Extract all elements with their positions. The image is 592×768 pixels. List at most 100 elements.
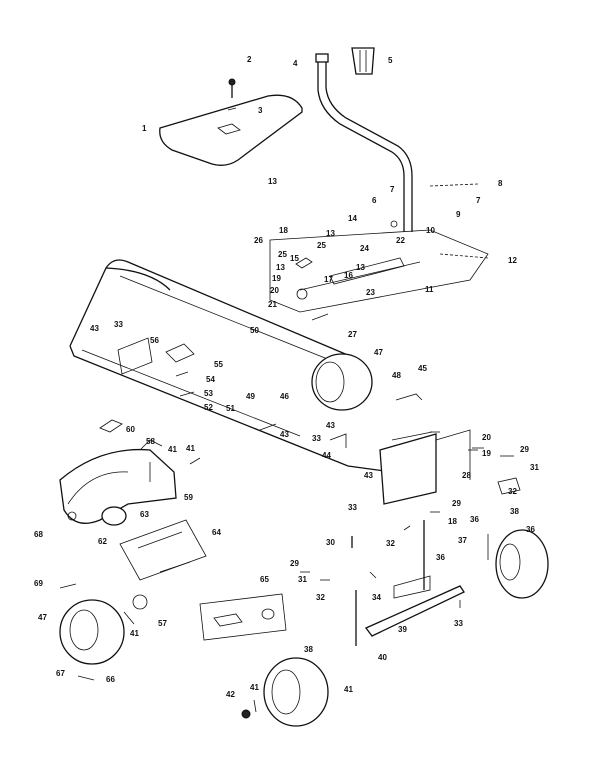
part-label-5: 5: [388, 56, 393, 65]
part-label-38b: 38: [304, 645, 313, 654]
part-label-30: 30: [326, 538, 335, 547]
part-label-8: 8: [498, 179, 503, 188]
part-label-20: 20: [270, 286, 279, 295]
part-label-36b: 36: [526, 525, 535, 534]
part-label-55: 55: [214, 360, 223, 369]
part-label-57a: 41: [168, 445, 177, 454]
part-label-50: 50: [250, 326, 259, 335]
part-label-13c: 13: [276, 263, 285, 272]
wheel-front-right: [495, 529, 549, 599]
part-label-21: 21: [268, 300, 277, 309]
part-label-57b: 57: [158, 619, 167, 628]
part-label-47b: 47: [38, 613, 47, 622]
part-label-13: 13: [268, 177, 277, 186]
part-label-63: 63: [140, 510, 149, 519]
part-label-32b: 32: [386, 539, 395, 548]
part-label-36c: 36: [436, 553, 445, 562]
part-label-33c: 33: [348, 503, 357, 512]
part-label-1: 1: [142, 124, 147, 133]
part-label-33d: 33: [454, 619, 463, 628]
part-label-31a: 31: [530, 463, 539, 472]
part-label-56: 56: [150, 336, 159, 345]
part-label-24: 24: [360, 244, 369, 253]
seat: [159, 78, 303, 166]
part-label-68: 68: [34, 530, 43, 539]
part-label-23: 23: [366, 288, 375, 297]
part-label-22: 22: [396, 236, 405, 245]
part-label-20b: 20: [482, 433, 491, 442]
part-label-32a: 32: [508, 487, 517, 496]
part-label-11: 11: [425, 285, 434, 294]
part-label-42: 42: [226, 690, 235, 699]
pedal-linkage: [269, 183, 489, 321]
part-label-67: 67: [56, 669, 65, 678]
part-label-43c: 43: [280, 430, 289, 439]
part-label-59: 59: [184, 493, 193, 502]
part-label-17: 17: [324, 275, 333, 284]
part-label-19: 19: [272, 274, 281, 283]
part-label-41d: 41: [250, 683, 259, 692]
part-label-3: 3: [258, 106, 263, 115]
part-label-12: 12: [508, 256, 517, 265]
part-label-33b: 33: [312, 434, 321, 443]
part-label-26: 26: [254, 236, 263, 245]
part-label-10: 10: [426, 226, 435, 235]
part-label-48: 48: [392, 371, 401, 380]
part-label-46: 46: [280, 392, 289, 401]
part-label-6: 6: [372, 196, 377, 205]
part-label-65: 65: [260, 575, 269, 584]
part-label-27: 27: [348, 330, 357, 339]
part-label-2: 2: [247, 55, 252, 64]
plate-65: [199, 593, 287, 641]
part-label-66: 66: [106, 675, 115, 684]
part-label-43b: 43: [326, 421, 335, 430]
part-label-53: 53: [204, 389, 213, 398]
part-label-44: 44: [322, 451, 331, 460]
wheel-front-left: [263, 657, 329, 727]
part-label-52: 52: [204, 403, 213, 412]
part-label-18: 18: [279, 226, 288, 235]
chute-housing: [59, 439, 177, 526]
part-label-15: 15: [290, 254, 299, 263]
part-label-14: 14: [348, 214, 357, 223]
part-label-47a: 47: [374, 348, 383, 357]
part-label-41c: 41: [186, 444, 195, 453]
part-label-13b: 13: [326, 229, 335, 238]
part-label-29b: 29: [452, 499, 461, 508]
part-label-51: 51: [226, 404, 235, 413]
part-label-28: 28: [462, 471, 471, 480]
steering-column: [315, 47, 413, 232]
part-label-25a: 25: [317, 241, 326, 250]
part-label-13d: 13: [356, 263, 365, 272]
part-label-4: 4: [293, 59, 298, 68]
part-label-31b: 31: [298, 575, 307, 584]
main-frame: [69, 259, 437, 479]
part-label-18b: 18: [448, 517, 457, 526]
part-label-29c: 29: [290, 559, 299, 568]
part-label-25b: 25: [278, 250, 287, 259]
part-label-49: 49: [246, 392, 255, 401]
part-label-38a: 38: [510, 507, 519, 516]
part-label-41e: 41: [344, 685, 353, 694]
part-label-9: 9: [456, 210, 461, 219]
part-label-64: 64: [212, 528, 221, 537]
part-label-7b: 7: [476, 196, 481, 205]
part-label-29a: 29: [520, 445, 529, 454]
part-label-62: 62: [98, 537, 107, 546]
part-label-33a: 33: [114, 320, 123, 329]
part-label-41a: 41: [130, 629, 139, 638]
part-label-37: 37: [458, 536, 467, 545]
part-label-16: 16: [344, 271, 353, 280]
small-hardware: [59, 371, 514, 719]
part-labels: 1 2 3 4 5 13 6 7 7 8 9 14 10 22 18 13 26…: [34, 55, 539, 699]
wheel-rear-right: [311, 353, 373, 411]
part-label-45: 45: [418, 364, 427, 373]
part-label-43a: 43: [90, 324, 99, 333]
part-label-69: 69: [34, 579, 43, 588]
part-label-54: 54: [206, 375, 215, 384]
plate-63-64: [119, 519, 207, 581]
part-label-34: 34: [372, 593, 381, 602]
rear-bracket: [379, 429, 484, 505]
part-label-58: 58: [146, 437, 155, 446]
